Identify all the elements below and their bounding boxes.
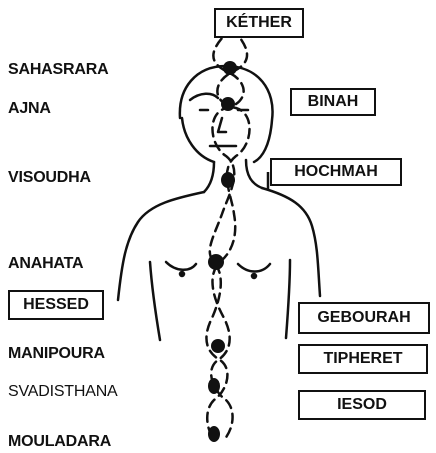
box-binah: BINAH <box>290 88 376 116</box>
label-ajna: AJNA <box>8 101 51 117</box>
label-mouladara: MOULADARA <box>8 434 111 450</box>
face-left <box>182 118 214 162</box>
box-hessed: HESSED <box>8 290 104 320</box>
chakra-dot-anahata <box>208 254 224 270</box>
chest-right <box>238 264 270 272</box>
left-shoulder-arm <box>118 192 204 300</box>
torso-left <box>150 262 160 340</box>
box-hochmah: HOCHMAH <box>270 158 402 186</box>
chest-left <box>166 262 196 270</box>
box-gebourah: GEBOURAH <box>298 302 430 334</box>
box-iesod: IESOD <box>298 390 426 420</box>
neck-right <box>246 160 262 188</box>
torso-right <box>286 260 290 338</box>
right-shoulder-arm <box>262 188 320 296</box>
brow <box>190 94 218 100</box>
box-tipheret: TIPHERET <box>298 344 428 374</box>
chakra-dot-manipoura <box>211 339 225 353</box>
label-sahasrara: SAHASRARA <box>8 62 108 78</box>
label-manipoura: MANIPOURA <box>8 346 105 362</box>
nose <box>218 118 226 132</box>
chakra-dot-mouladara <box>208 426 220 442</box>
box-kether: KÉTHER <box>214 8 304 38</box>
nipple-left <box>180 272 184 276</box>
chakra-dot-sahasrara <box>223 61 237 75</box>
nipple-right <box>252 274 256 278</box>
neck-left <box>204 162 214 192</box>
chakra-dot-visoudha <box>221 172 235 188</box>
label-visoudha: VISOUDHA <box>8 170 91 186</box>
label-anahata: ANAHATA <box>8 256 83 272</box>
label-svadisthana: SVADISTHANA <box>8 384 118 400</box>
chakra-dot-ajna <box>221 97 235 111</box>
chakra-dot-svadisthana <box>208 378 220 394</box>
